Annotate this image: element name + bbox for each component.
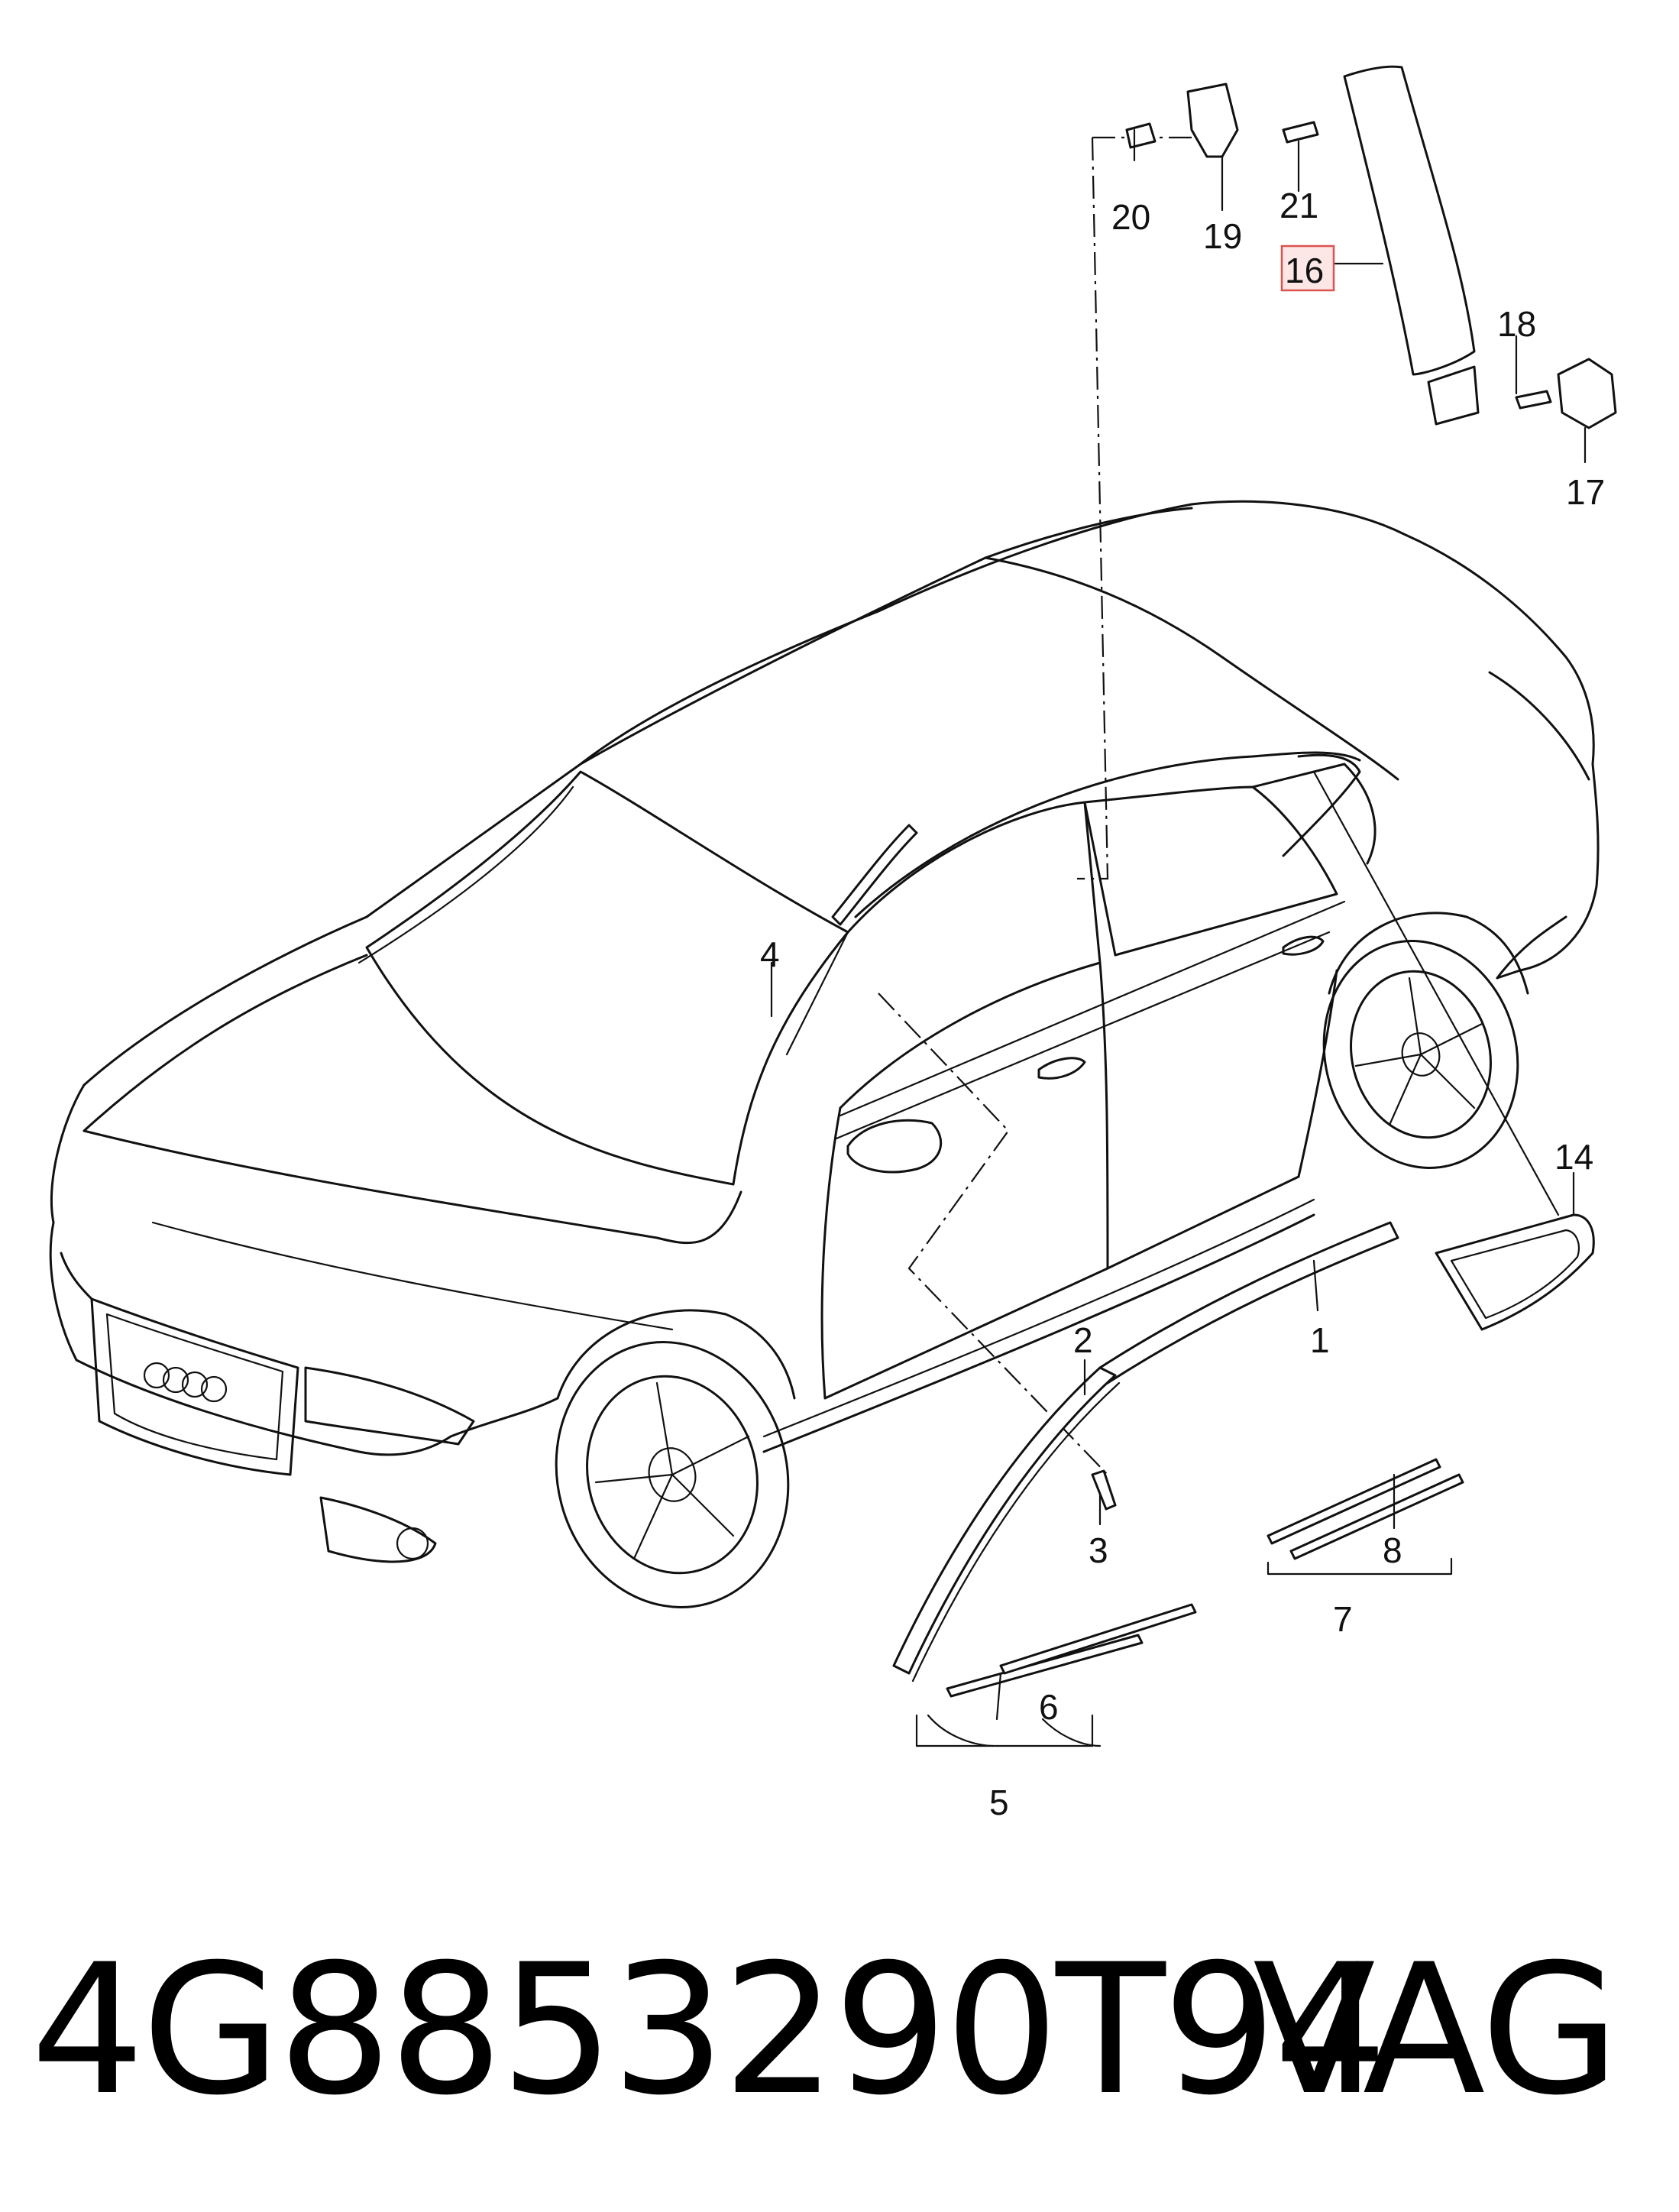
part-20-pin <box>1125 122 1157 149</box>
part-8-strip-lower <box>1289 1473 1464 1560</box>
callout-8[interactable]: 8 <box>1383 1530 1402 1570</box>
callout-16-highlight <box>1280 245 1335 292</box>
callout-19[interactable]: 19 <box>1203 216 1242 256</box>
callout-6[interactable]: 6 <box>1039 1687 1059 1727</box>
audi-rings-logo <box>143 1362 228 1403</box>
part-4-strip <box>831 824 918 926</box>
part-6-strip-lower <box>999 1603 1197 1675</box>
callout-1[interactable]: 1 <box>1310 1320 1330 1360</box>
callout-20[interactable]: 20 <box>1111 197 1150 237</box>
callout-17[interactable]: 17 <box>1566 472 1605 512</box>
part-16-pillar-trim <box>1343 65 1476 376</box>
part-8-strip <box>1267 1458 1441 1545</box>
callout-7[interactable]: 7 <box>1333 1599 1353 1639</box>
car-illustration <box>49 500 1600 1608</box>
callout-3[interactable]: 3 <box>1089 1530 1108 1570</box>
part-17-clip <box>1557 358 1617 429</box>
callout-4[interactable]: 4 <box>760 934 780 974</box>
callout-leaders <box>770 128 1587 1747</box>
part-3-clip <box>1091 1469 1117 1511</box>
part-1-seal <box>1098 1221 1399 1385</box>
callout-21[interactable]: 21 <box>1279 186 1318 225</box>
callout-16[interactable]: 16 <box>1285 251 1324 290</box>
part-6-strip <box>946 1634 1144 1698</box>
callout-14[interactable]: 14 <box>1554 1137 1593 1177</box>
callout-2[interactable]: 2 <box>1073 1320 1093 1360</box>
leader-lines <box>878 136 1560 1475</box>
part-2-door-frame-seal <box>892 1366 1117 1675</box>
callout-18[interactable]: 18 <box>1497 304 1536 344</box>
part-21-screw <box>1282 121 1319 144</box>
manufacturer: VAG <box>1253 1926 1619 2135</box>
part-16-lower-bracket <box>1427 365 1480 426</box>
callout-5[interactable]: 5 <box>989 1783 1009 1822</box>
part-19-bracket <box>1186 83 1239 158</box>
part-18-screw <box>1515 390 1552 410</box>
part-number: 4G8853290T94 <box>31 1926 1388 2135</box>
